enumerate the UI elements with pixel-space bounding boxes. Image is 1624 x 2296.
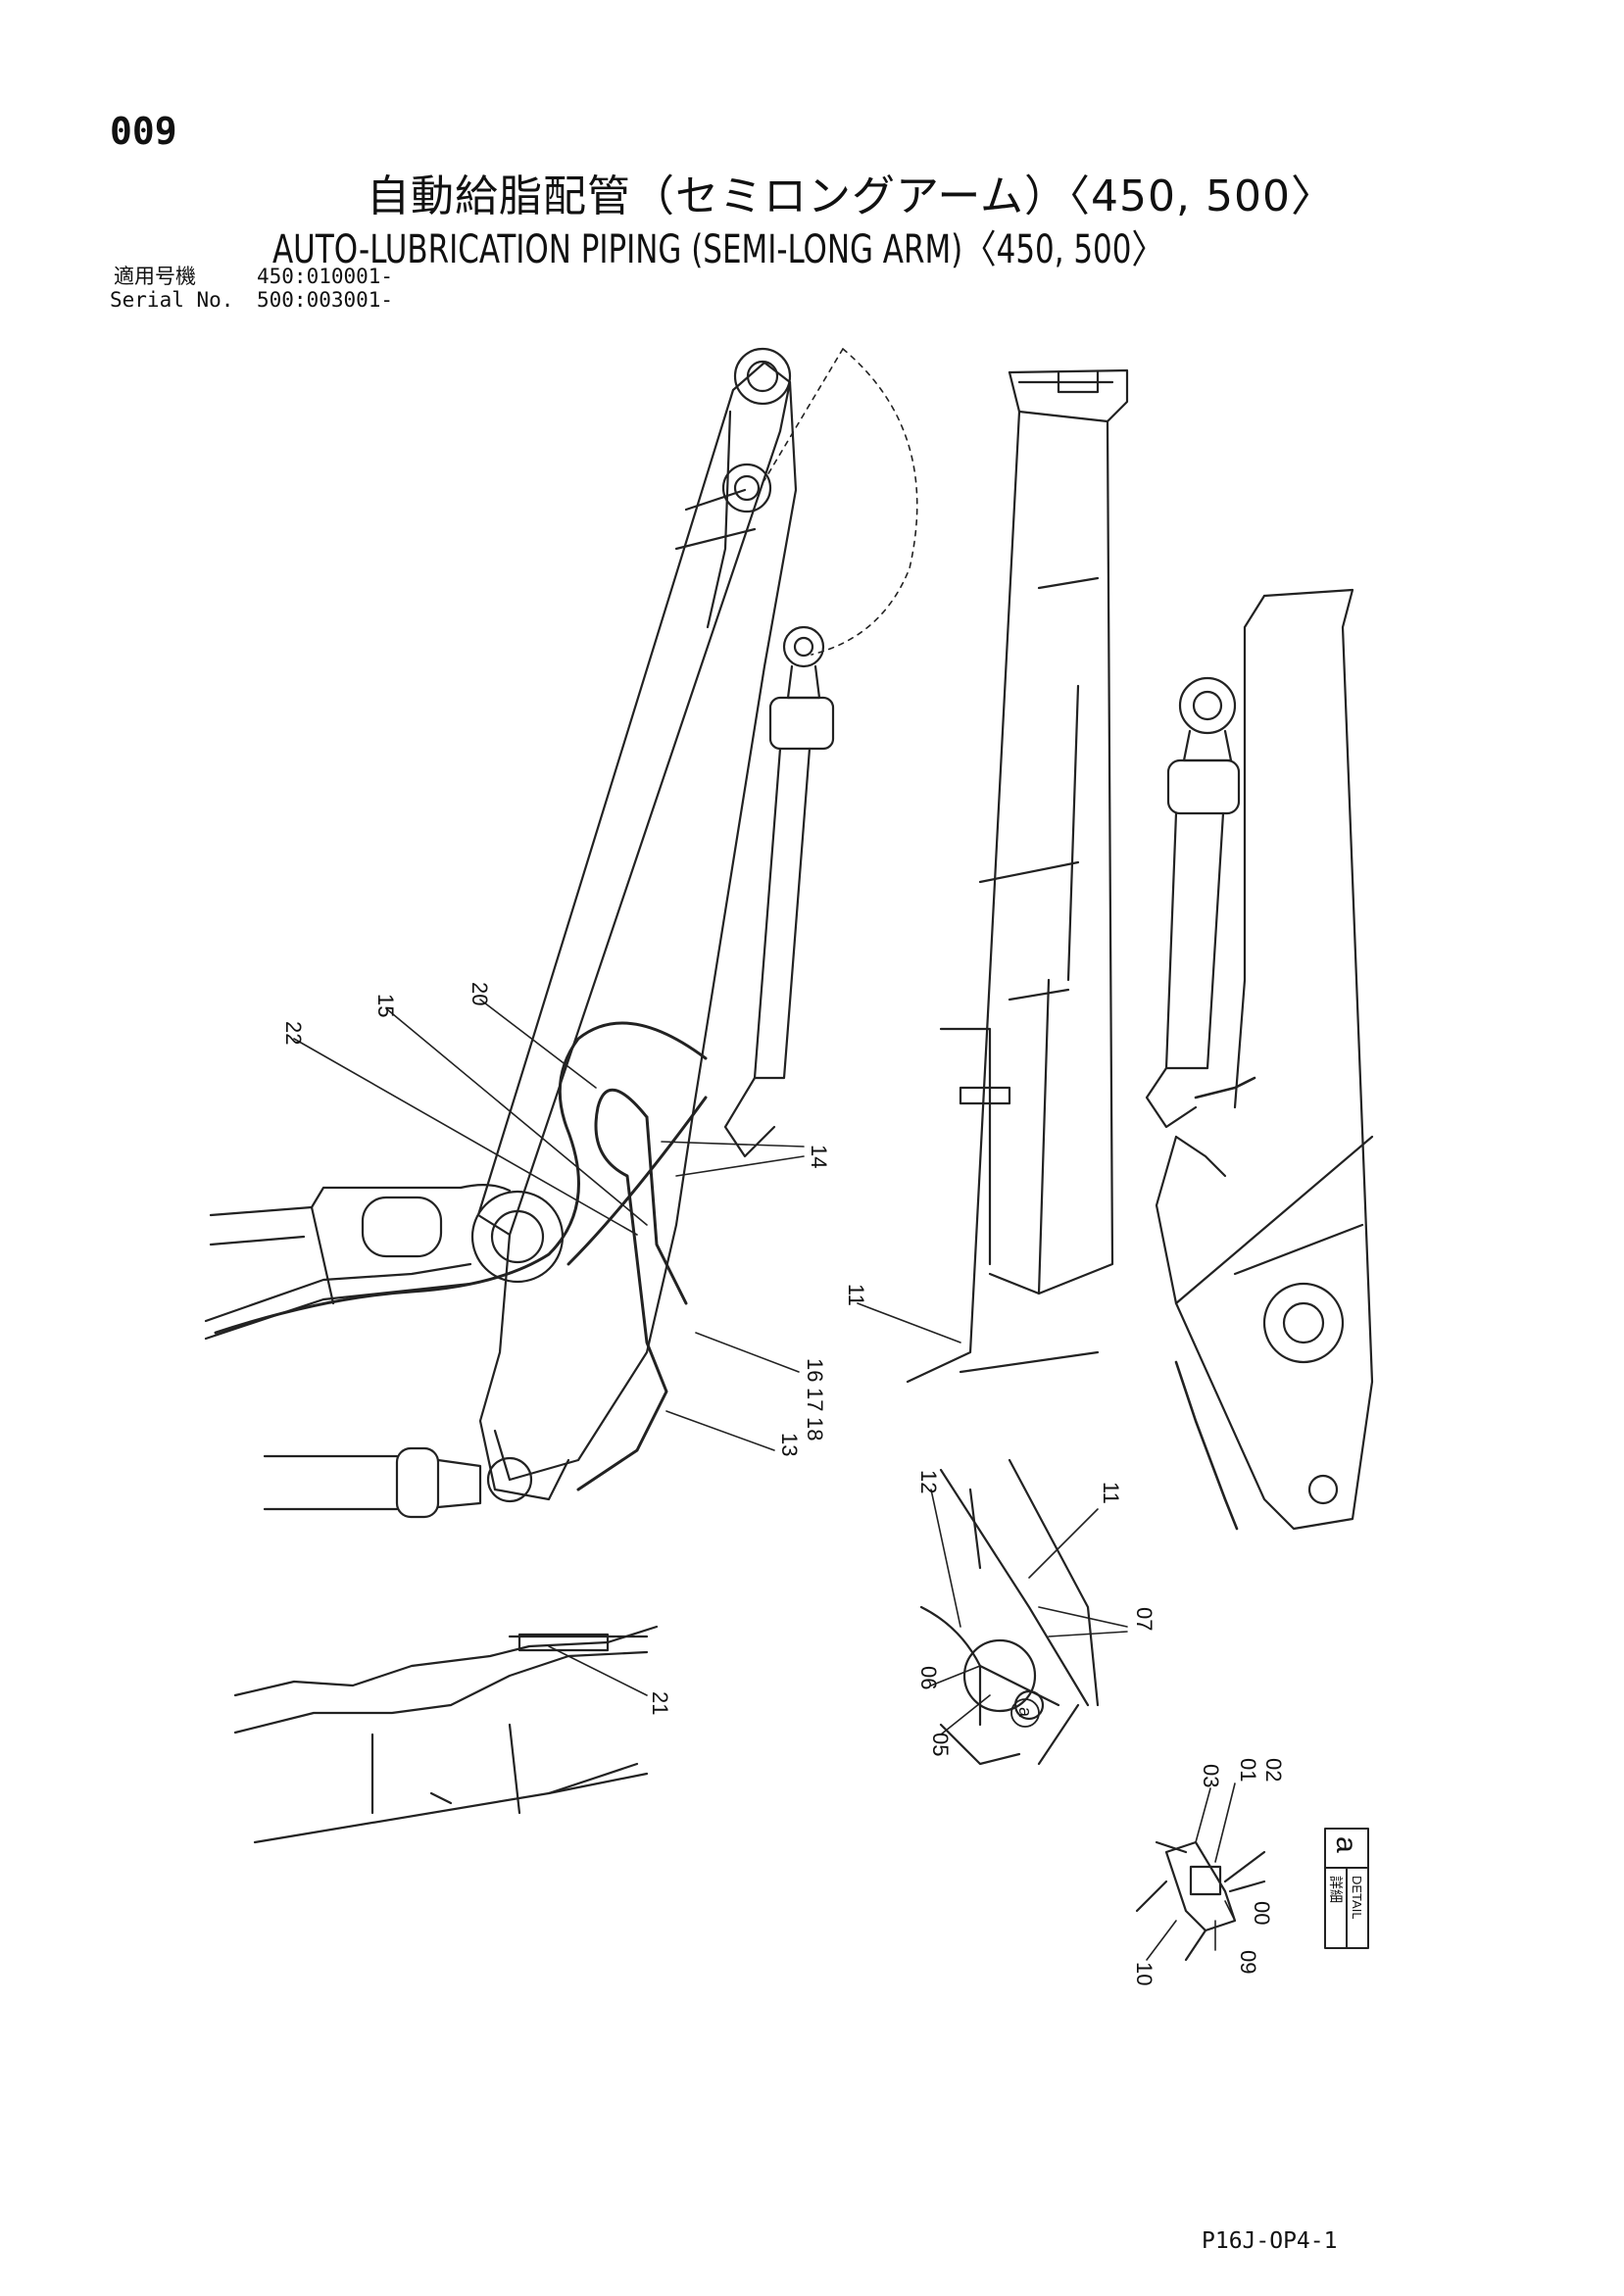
drawing-code: P16J-OP4-1: [1202, 2228, 1338, 2254]
arm-cylinder-left: [263, 1446, 482, 1519]
boom-left-outline: [204, 1184, 512, 1341]
serial-label-japanese: 適用号機: [114, 265, 196, 288]
detail-box: [1324, 1828, 1369, 1949]
part-label-group: 22 15 20 14 11 16 17 18 13 12 11 07 06 0…: [281, 982, 1286, 1985]
part-label: 09: [1236, 1950, 1260, 1974]
part-label: 05: [928, 1733, 953, 1756]
boom-lower-view: [233, 1625, 659, 1844]
page-number: 009: [110, 110, 177, 153]
part-label: 20: [468, 982, 492, 1005]
callout-a-letter: a: [1015, 1707, 1035, 1718]
right-arm-outline: [1155, 588, 1374, 1531]
part-label: 00: [1250, 1901, 1274, 1925]
serial-range-500: 500:003001-: [257, 288, 394, 312]
detail-box-english: DETAIL: [1350, 1876, 1364, 1920]
detail-box-japanese: 詳細: [1327, 1876, 1343, 1903]
lube-hose-right: [1174, 1076, 1256, 1531]
part-label: 12: [916, 1470, 941, 1493]
detail-box-text: a 詳細 DETAIL: [1327, 1836, 1364, 1920]
middle-arm-outline: [906, 368, 1129, 1384]
part-label: 03: [1199, 1764, 1223, 1787]
leader-lines: [293, 999, 1236, 1961]
title-english: AUTO-LUBRICATION PIPING (SEMI-LONG ARM)〈…: [272, 227, 1165, 272]
part-label: 11: [844, 1284, 868, 1306]
part-label: 14: [807, 1145, 831, 1168]
part-label: 15: [373, 994, 398, 1017]
bucket-cylinder-right: [1145, 676, 1241, 1129]
part-label: 01: [1236, 1758, 1260, 1782]
left-arm-outline: [470, 347, 798, 1503]
lube-hose-left: [214, 1021, 708, 1491]
serial-range-450: 450:010001-: [257, 265, 394, 288]
title-japanese: 自動給脂配管（セミロングアーム）〈450, 500〉: [367, 171, 1335, 221]
part-label: 06: [916, 1666, 941, 1689]
callout-a-circle: [1010, 1698, 1040, 1728]
part-label: 10: [1132, 1962, 1156, 1985]
part-label: 07: [1132, 1607, 1156, 1631]
detail-box-letter: a: [1330, 1836, 1362, 1853]
part-label: 17: [803, 1388, 827, 1411]
part-label: 21: [648, 1691, 672, 1715]
part-label: 11: [1099, 1482, 1123, 1504]
part-label: 13: [777, 1433, 802, 1456]
part-label: 18: [803, 1417, 827, 1441]
bucket-cylinder-left: [723, 625, 835, 1158]
bucket-link-arc: [763, 348, 918, 656]
part-label: 16: [803, 1358, 827, 1382]
detail-a-pump: [1135, 1840, 1266, 1962]
pump-area-detail: [919, 1458, 1100, 1766]
serial-label-english: Serial No.: [110, 288, 234, 312]
part-label: 02: [1261, 1758, 1286, 1782]
part-label: 22: [281, 1021, 306, 1045]
